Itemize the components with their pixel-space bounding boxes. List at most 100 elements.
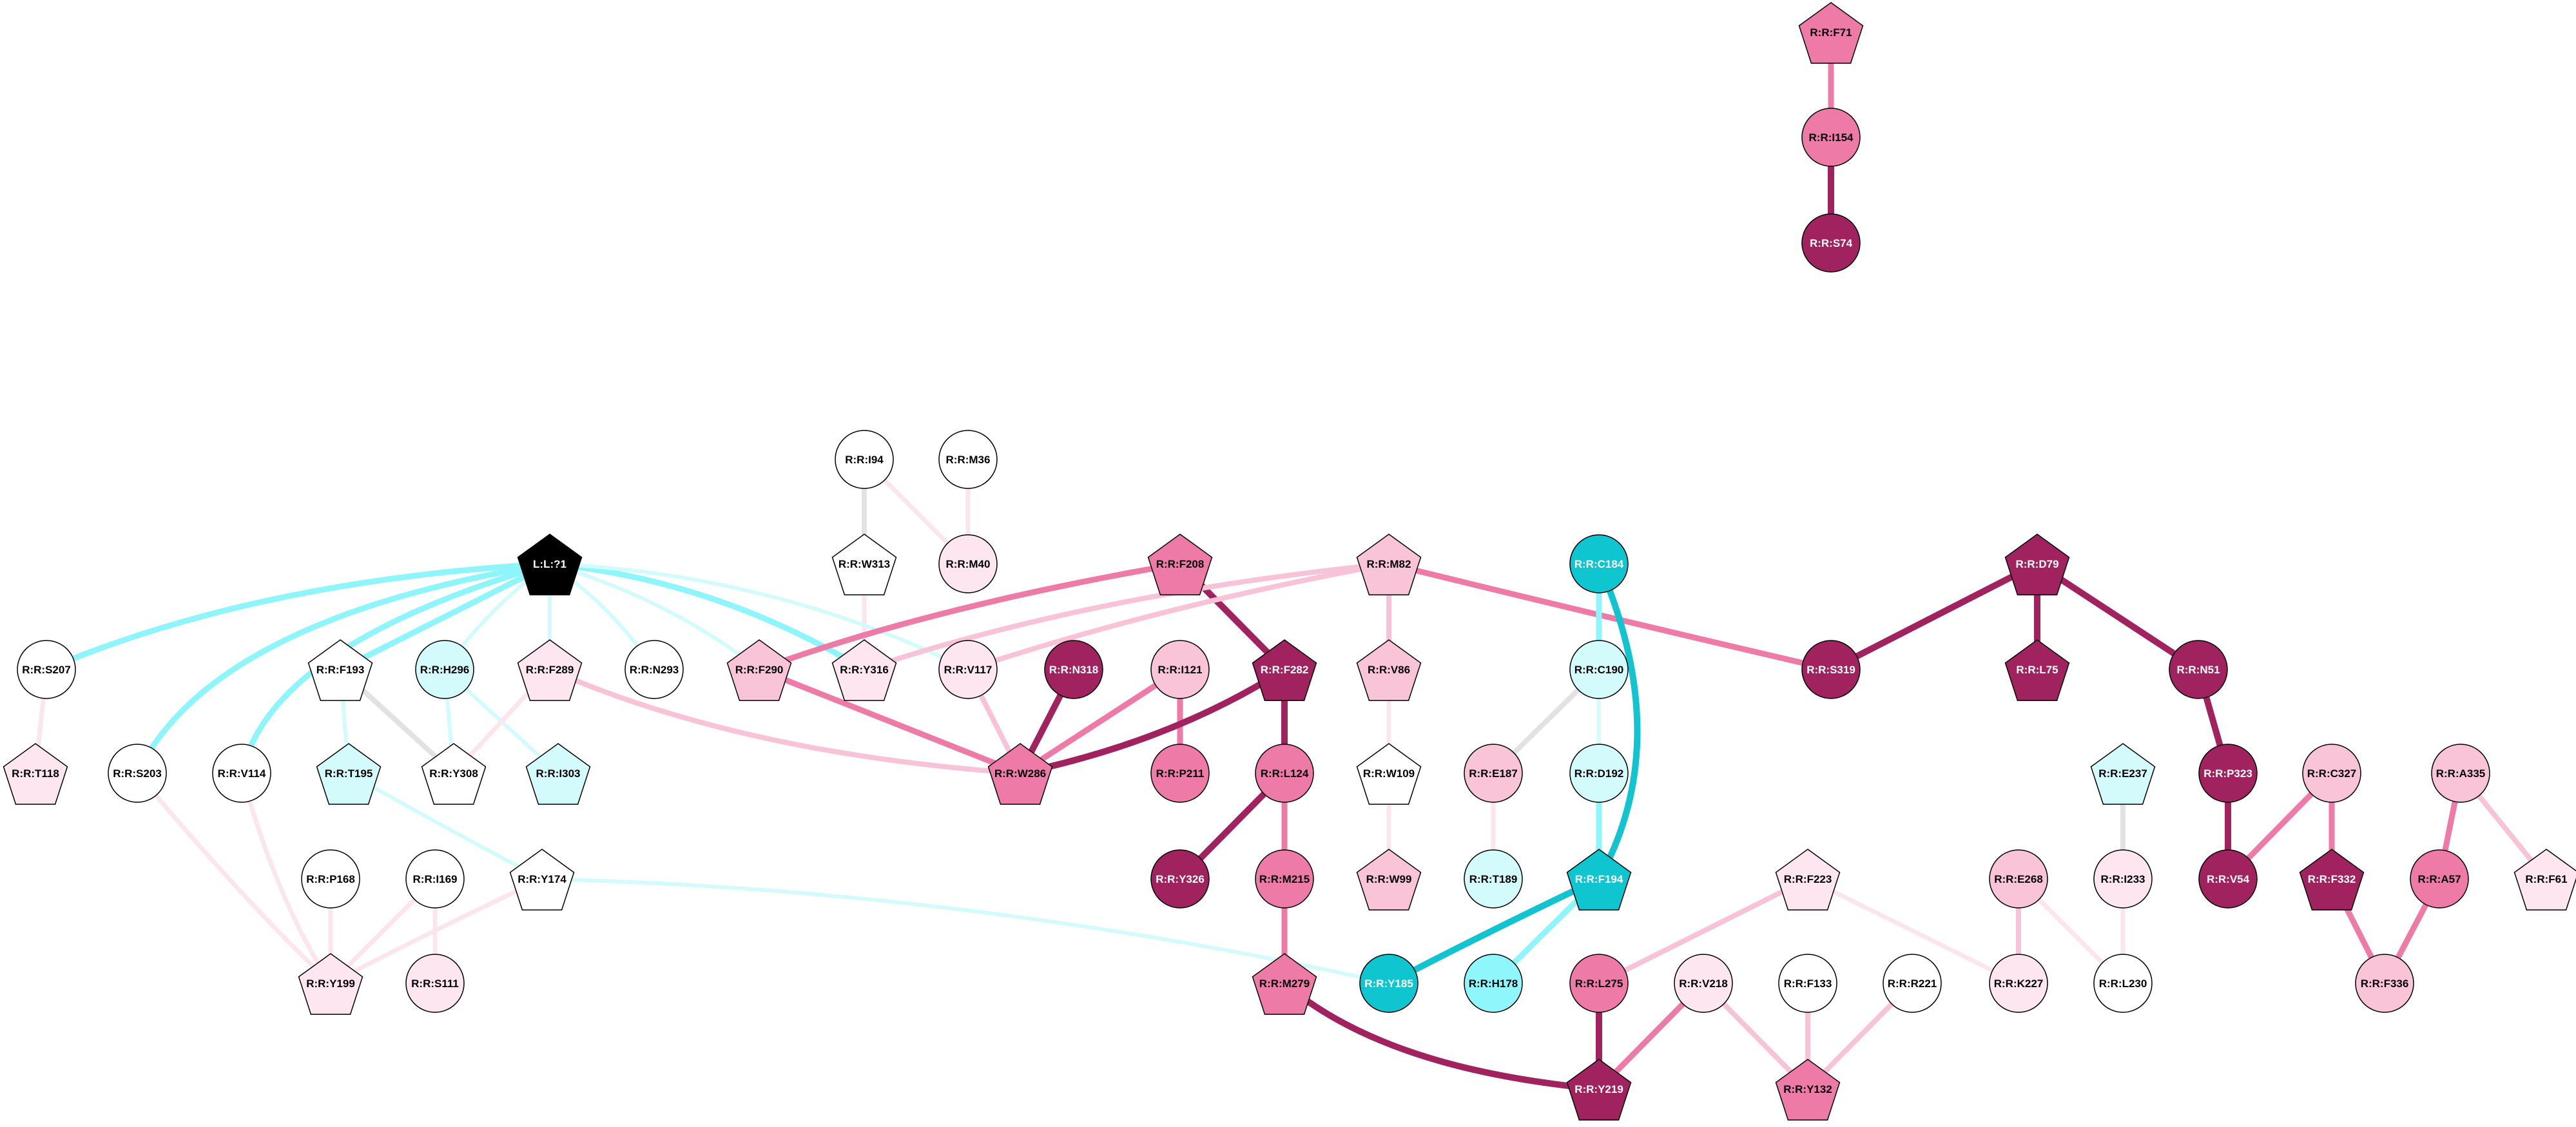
node-r-r-v218[interactable]: R:R:V218 [1674,954,1732,1012]
node-label: R:R:D192 [1574,767,1624,780]
node-r-r-w99[interactable]: R:R:W99 [1357,849,1421,910]
node-r-r-c327[interactable]: R:R:C327 [2303,744,2361,802]
node-r-r-f193[interactable]: R:R:F193 [309,640,373,700]
node-r-r-t195[interactable]: R:R:T195 [317,744,381,804]
node-r-r-w286[interactable]: R:R:W286 [989,744,1052,804]
node-r-r-m36[interactable]: R:R:M36 [939,430,997,488]
node-label: R:R:V54 [2207,873,2250,885]
node-r-r-t189[interactable]: R:R:T189 [1464,850,1522,908]
node-r-r-f71[interactable]: R:R:F71 [1799,3,1863,63]
node-r-r-s207[interactable]: R:R:S207 [17,641,75,698]
node-r-r-w313[interactable]: R:R:W313 [833,534,896,595]
node-r-r-s111[interactable]: R:R:S111 [406,954,464,1012]
node-label: R:R:L275 [1575,978,1623,990]
node-r-r-m279[interactable]: R:R:M279 [1253,954,1317,1014]
node-l-l-1[interactable]: L:L:?1 [518,534,582,595]
node-label: R:R:N51 [2176,664,2220,676]
node-r-r-v86[interactable]: R:R:V86 [1357,640,1421,700]
node-r-r-i94[interactable]: R:R:I94 [835,430,893,488]
node-r-r-l230[interactable]: R:R:L230 [2094,954,2152,1012]
node-r-r-i154[interactable]: R:R:I154 [1802,108,1860,166]
node-r-r-m215[interactable]: R:R:M215 [1255,850,1313,908]
node-label: R:R:Y308 [429,767,478,780]
node-r-r-n318[interactable]: R:R:N318 [1045,641,1103,698]
node-label: R:R:T195 [325,767,373,780]
node-label: R:R:E237 [2098,767,2147,780]
node-label: R:R:I94 [845,454,884,466]
edge-r-r-d79-to-r-r-s319 [1831,564,2037,669]
node-r-r-v117[interactable]: R:R:V117 [939,641,997,698]
node-r-r-f290[interactable]: R:R:F290 [728,640,791,700]
node-label: R:R:T118 [12,767,59,780]
node-label: R:R:A57 [2417,873,2461,885]
node-r-r-c184[interactable]: R:R:C184 [1570,535,1628,593]
node-r-r-s203[interactable]: R:R:S203 [108,744,166,802]
node-r-r-c190[interactable]: R:R:C190 [1570,641,1628,698]
node-r-r-h296[interactable]: R:R:H296 [416,641,474,698]
node-r-r-a57[interactable]: R:R:A57 [2410,850,2468,908]
node-r-r-y185[interactable]: R:R:Y185 [1360,954,1418,1012]
node-label: R:R:W286 [994,767,1046,780]
node-r-r-d192[interactable]: R:R:D192 [1570,744,1628,802]
node-r-r-l124[interactable]: R:R:L124 [1255,744,1313,802]
node-r-r-e268[interactable]: R:R:E268 [1990,850,2048,908]
node-r-r-i121[interactable]: R:R:I121 [1151,641,1209,698]
node-label: R:R:R221 [1888,978,1937,990]
node-r-r-h178[interactable]: R:R:H178 [1464,954,1522,1012]
node-label: R:R:Y174 [518,873,567,885]
node-label: R:R:S319 [1806,664,1855,676]
node-label: R:R:P168 [306,873,355,885]
node-r-r-f332[interactable]: R:R:F332 [2300,849,2364,910]
node-r-r-e237[interactable]: R:R:E237 [2091,744,2155,804]
node-r-r-w109[interactable]: R:R:W109 [1357,744,1421,804]
node-label: R:R:V114 [218,767,266,780]
node-r-r-s74[interactable]: R:R:S74 [1802,214,1860,272]
node-label: R:R:L230 [2099,978,2147,990]
node-r-r-y174[interactable]: R:R:Y174 [510,849,574,910]
node-label: R:R:V117 [944,664,993,676]
node-r-r-s319[interactable]: R:R:S319 [1802,641,1860,698]
node-label: R:R:S203 [113,767,162,780]
node-label: R:R:V86 [1368,664,1410,676]
node-r-r-p168[interactable]: R:R:P168 [302,850,360,908]
node-r-r-f133[interactable]: R:R:F133 [1779,954,1837,1012]
node-r-r-p211[interactable]: R:R:P211 [1151,744,1209,802]
node-r-r-f61[interactable]: R:R:F61 [2515,849,2576,910]
node-r-r-i169[interactable]: R:R:I169 [406,850,464,908]
node-r-r-v114[interactable]: R:R:V114 [213,744,271,802]
node-label: L:L:?1 [533,558,567,570]
node-label: R:R:W313 [838,558,890,570]
edge-layer [35,32,2546,1089]
node-r-r-l275[interactable]: R:R:L275 [1570,954,1628,1012]
node-r-r-n293[interactable]: R:R:N293 [625,641,683,698]
node-r-r-a335[interactable]: R:R:A335 [2432,744,2490,802]
node-label: R:R:I233 [2101,873,2145,885]
node-r-r-l75[interactable]: R:R:L75 [2006,640,2069,700]
node-label: R:R:V218 [1679,978,1728,990]
node-r-r-y326[interactable]: R:R:Y326 [1151,850,1209,908]
node-label: R:R:H296 [420,664,470,676]
node-label: R:R:I169 [413,873,458,885]
node-r-r-m40[interactable]: R:R:M40 [939,535,997,593]
node-label: R:R:S74 [1810,237,1853,249]
node-r-r-y316[interactable]: R:R:Y316 [833,640,896,700]
node-r-r-f289[interactable]: R:R:F289 [518,640,582,700]
node-r-r-t118[interactable]: R:R:T118 [4,744,68,804]
node-label: R:R:F133 [1784,978,1832,990]
node-r-r-p323[interactable]: R:R:P323 [2199,744,2257,802]
node-r-r-n51[interactable]: R:R:N51 [2169,641,2227,698]
node-r-r-i233[interactable]: R:R:I233 [2094,850,2152,908]
node-r-r-f194[interactable]: R:R:F194 [1567,849,1631,910]
node-r-r-f208[interactable]: R:R:F208 [1148,534,1212,595]
node-label: R:R:F193 [316,664,365,676]
node-r-r-r221[interactable]: R:R:R221 [1883,954,1941,1012]
node-label: R:R:W109 [1363,767,1415,780]
node-r-r-f223[interactable]: R:R:F223 [1776,849,1840,910]
node-label: R:R:F61 [2525,873,2567,885]
node-r-r-m82[interactable]: R:R:M82 [1357,534,1421,595]
node-r-r-k227[interactable]: R:R:K227 [1990,954,2048,1012]
node-r-r-d79[interactable]: R:R:D79 [2006,534,2069,595]
node-r-r-v54[interactable]: R:R:V54 [2199,850,2257,908]
node-r-r-f336[interactable]: R:R:F336 [2356,954,2414,1012]
node-r-r-e187[interactable]: R:R:E187 [1464,744,1522,802]
